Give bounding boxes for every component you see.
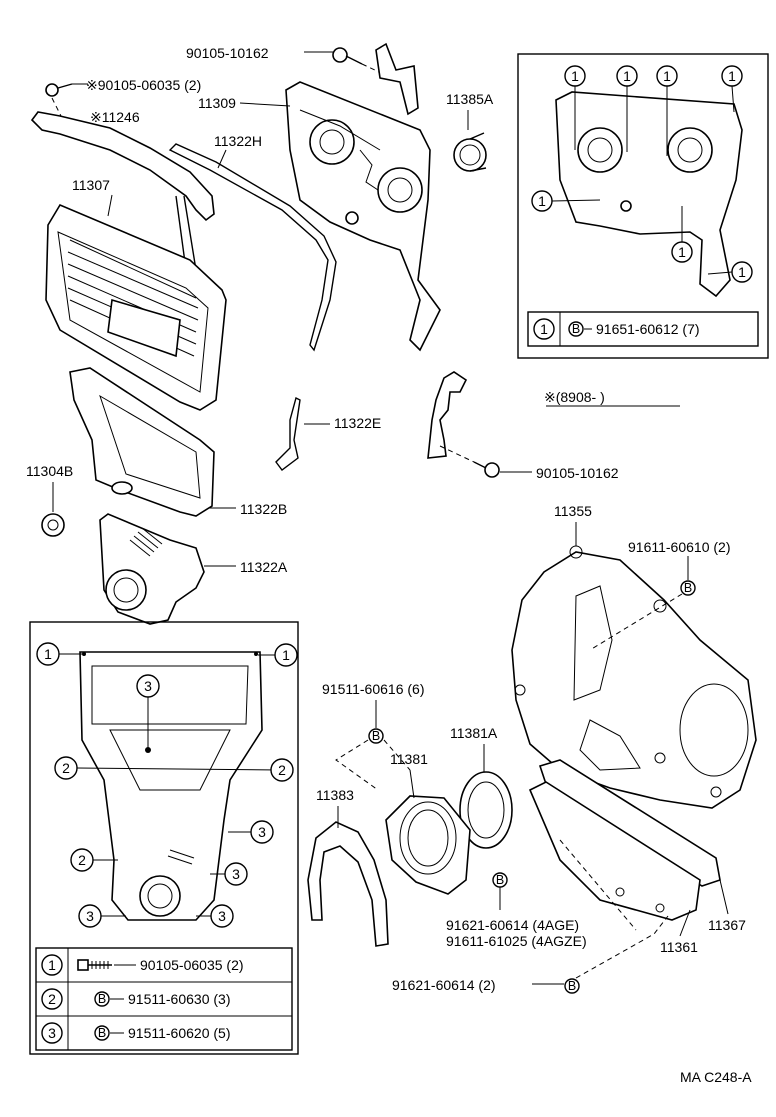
grommet-11304B [41,513,65,537]
svg-text:1: 1 [44,646,52,662]
lower-cover-11322A [99,513,205,625]
end-plate-11355 [511,545,757,809]
upper-timing-cover-11307 [45,203,227,411]
label-11309: 11309 [198,95,236,111]
label-91621-60614-4age: 91621-60614 (4AGE) [446,917,579,933]
svg-text:3: 3 [232,866,240,882]
gasket-11322E [275,396,301,471]
svg-text:1: 1 [678,244,686,260]
svg-text:B: B [684,581,692,595]
svg-text:3: 3 [218,908,226,924]
legend-part-1: 90105-06035 (2) [140,957,244,973]
bracket-mid [427,371,468,459]
date-note: ※(8908- ) [544,389,605,405]
svg-text:B: B [98,1026,106,1040]
svg-text:3: 3 [144,678,152,694]
svg-text:2: 2 [62,760,70,776]
reference-code: MA C248-A [680,1069,752,1085]
label-91621-60614-2: 91621-60614 (2) [392,977,496,993]
svg-text:1: 1 [282,647,290,663]
svg-text:1: 1 [738,264,746,280]
retainer-11381 [385,795,471,895]
label-11355: 11355 [554,503,592,519]
label-90105-10162-top: 90105-10162 [186,45,269,61]
bottom-legend-table: 1 2 3 90105-06035 (2) B 91511-60630 (3) … [35,947,293,1051]
label-11367: 11367 [708,917,746,933]
plate-11361 [528,781,701,921]
label-11307: 11307 [72,177,110,193]
svg-text:B: B [98,992,106,1006]
legend-part-2: 91511-60630 (3) [128,991,230,1007]
legend-part-3: 91511-60620 (5) [128,1025,230,1041]
bottom-inset-callouts: 1 1 3 2 2 3 2 3 3 3 [36,642,298,928]
label-91611-61025-4agze: 91611-61025 (4AGZE) [446,933,587,949]
top-inset-legend [527,311,759,347]
svg-text:1: 1 [623,68,631,84]
label-91611-60610: 91611-60610 (2) [628,539,730,555]
top-inset-callouts: 1 1 1 1 1 1 1 [531,65,753,283]
bracket-top [375,42,419,116]
svg-text:1: 1 [538,193,546,209]
label-11381A: 11381A [450,725,498,741]
label-11246: ※11246 [90,109,140,125]
bolt-90105-10162-mid [439,445,500,478]
svg-text:1: 1 [728,68,736,84]
legend-num-2: 2 [48,991,56,1007]
label-11322E: 11322E [334,415,381,431]
svg-text:2: 2 [278,762,286,778]
label-11304B: 11304B [26,463,73,479]
label-11322A: 11322A [240,559,288,575]
bolt-90105-06035 [45,83,73,119]
svg-text:B: B [568,979,576,993]
timing-belt-plate-11309 [285,81,441,352]
svg-text:3: 3 [258,824,266,840]
label-11322H: 11322H [214,133,262,149]
top-inset-plate [555,91,743,298]
svg-text:1: 1 [663,68,671,84]
label-11361: 11361 [660,939,698,955]
label-91511-60616: 91511-60616 (6) [322,681,424,697]
top-inset-box [517,53,769,359]
bottom-inset-box [29,621,299,1055]
gasket-11383 [307,821,389,947]
bottom-inset-cover [79,651,263,921]
svg-text:2: 2 [78,852,86,868]
top-legend-part: 91651-60612 (7) [596,321,700,337]
label-90105-06035: ※90105-06035 (2) [86,77,201,93]
label-11381: 11381 [390,751,428,767]
middle-cover-11322B [69,367,215,517]
legend-num-3: 3 [48,1025,56,1041]
svg-text:B: B [372,729,380,743]
label-11383: 11383 [316,787,354,803]
seal-11385A [453,132,487,172]
label-11322B: 11322B [240,501,287,517]
label-11385A: 11385A [446,91,494,107]
svg-text:1: 1 [571,68,579,84]
label-90105-10162-mid: 90105-10162 [536,465,619,481]
gasket-11322H [168,143,337,352]
svg-text:3: 3 [86,908,94,924]
legend-num-1: 1 [48,957,56,973]
bolt-marker-b: B [572,322,580,336]
oil-seal-11381A [459,771,513,849]
svg-text:B: B [496,873,504,887]
top-legend-num: 1 [540,321,548,337]
